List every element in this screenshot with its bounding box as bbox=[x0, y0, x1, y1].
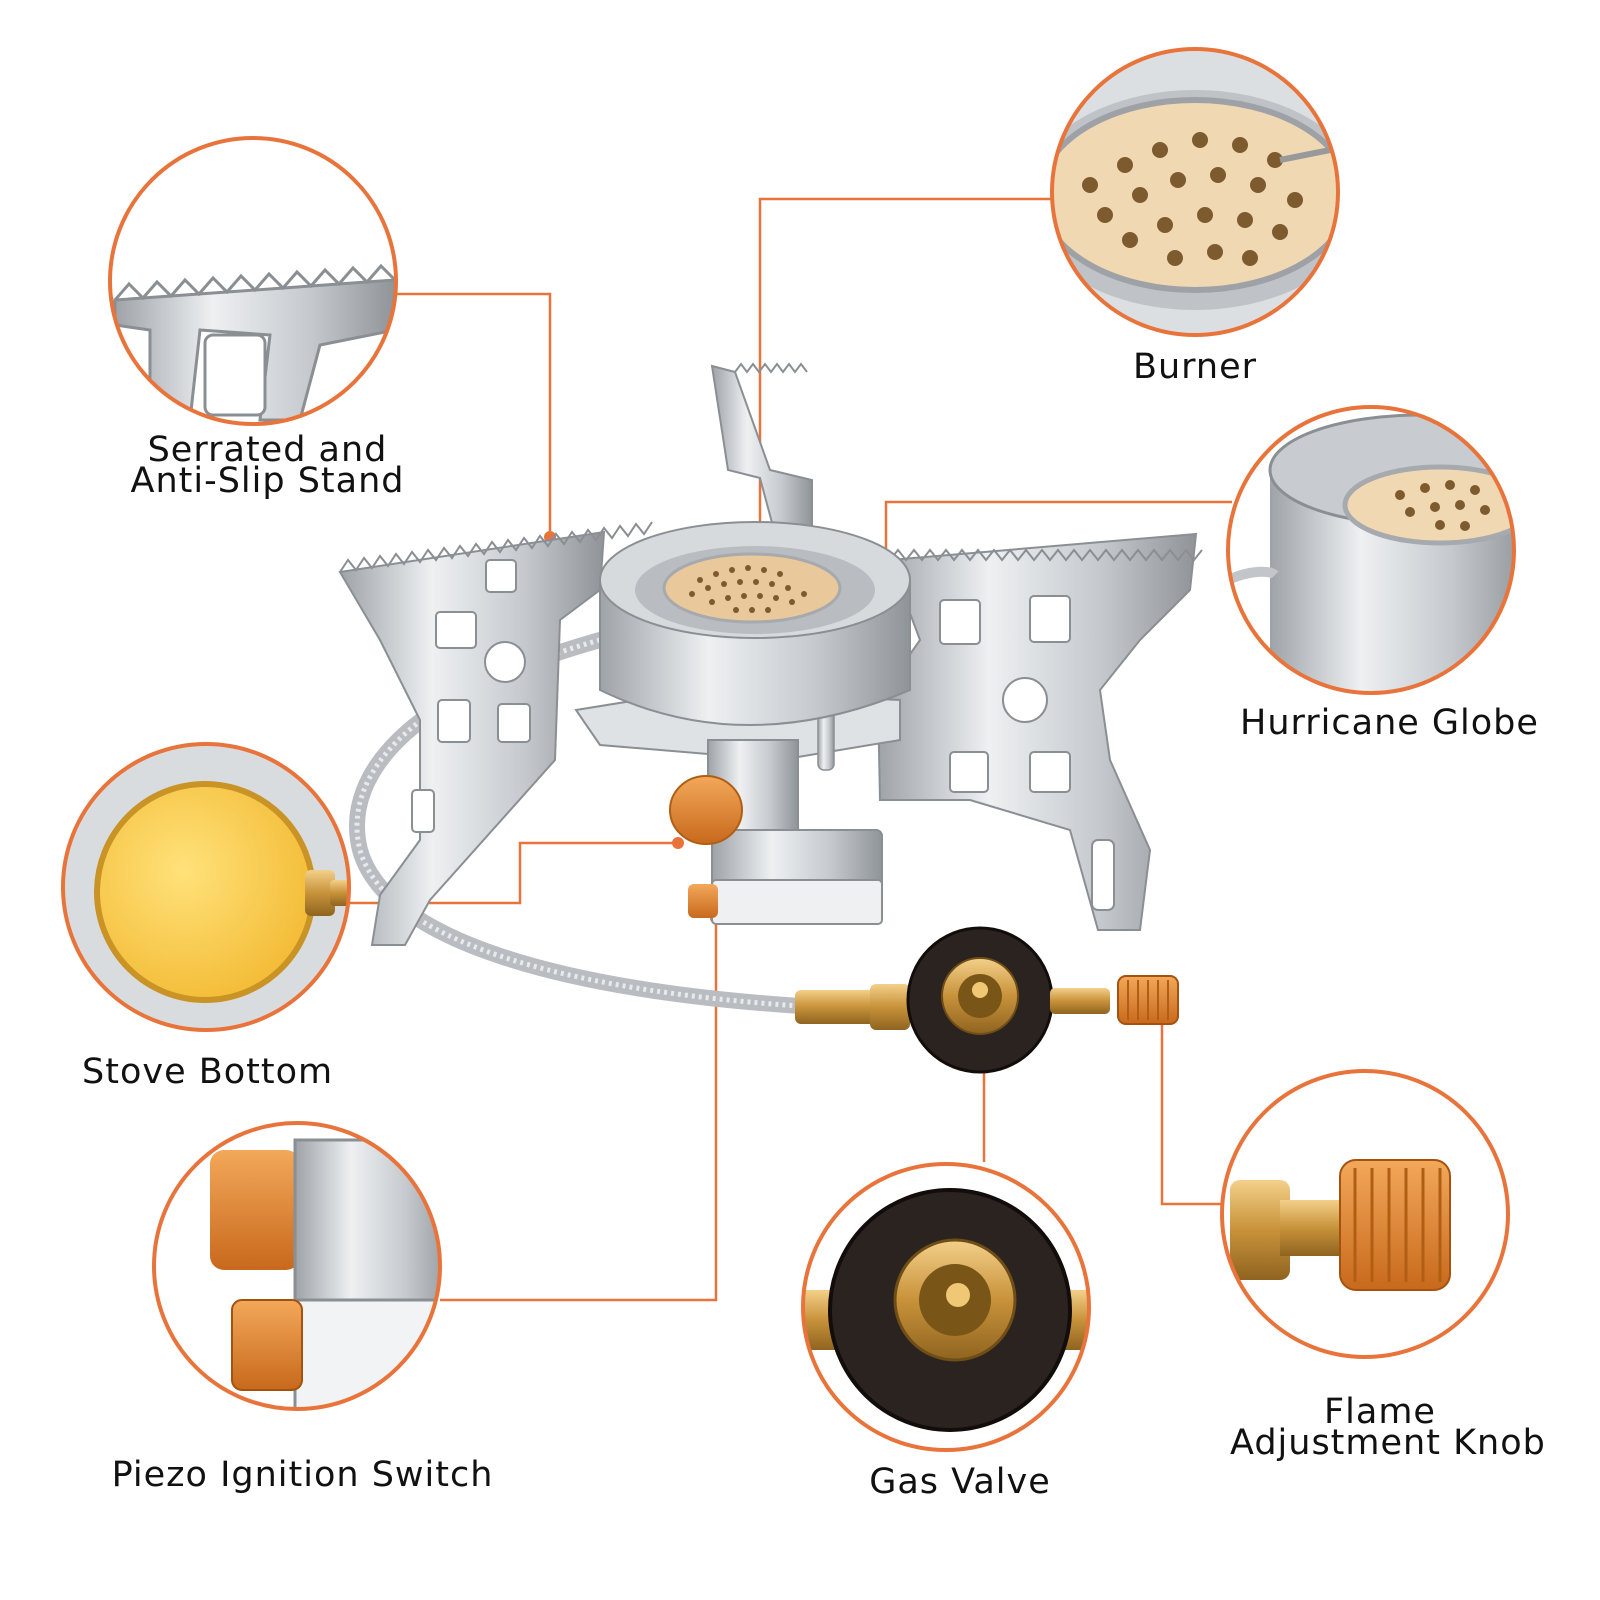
leader-line-bottom bbox=[349, 841, 678, 905]
stand-right bbox=[876, 532, 1203, 931]
callout-circle-bottom bbox=[61, 742, 351, 1032]
callout-circle-stand bbox=[108, 136, 398, 426]
label-flame-knob-line1: Flame bbox=[1324, 1392, 1436, 1432]
leader-line-piezo bbox=[440, 918, 718, 1302]
label-flame-knob-line2: Adjustment Knob bbox=[1230, 1423, 1546, 1463]
piezo-button bbox=[688, 884, 718, 918]
stand-left bbox=[338, 521, 653, 946]
leader-line-stand bbox=[396, 292, 552, 537]
burner-plate bbox=[662, 552, 842, 624]
label-gas-valve: Gas Valve bbox=[860, 1462, 1060, 1502]
label-burner: Burner bbox=[1095, 347, 1295, 387]
label-stove-bottom: Stove Bottom bbox=[82, 1052, 334, 1092]
callout-circle-knob bbox=[1220, 1069, 1510, 1359]
callout-circle-burner bbox=[1050, 47, 1340, 337]
label-hurricane-globe-text: Hurricane Globe bbox=[1240, 703, 1539, 743]
label-piezo-switch: Piezo Ignition Switch bbox=[110, 1455, 495, 1495]
label-serrated-stand: Serrated and Anti-Slip Stand bbox=[120, 430, 415, 501]
label-stove-bottom-text: Stove Bottom bbox=[82, 1052, 334, 1092]
label-flame-knob: Flame Adjustment Knob bbox=[1230, 1392, 1546, 1463]
orange-collar bbox=[669, 775, 743, 845]
callout-circle-valve bbox=[801, 1162, 1091, 1452]
label-serrated-stand-line2: Anti-Slip Stand bbox=[130, 461, 405, 501]
callout-circle-piezo bbox=[152, 1121, 442, 1411]
label-piezo-switch-text: Piezo Ignition Switch bbox=[111, 1455, 494, 1495]
leader-dot-bottom bbox=[672, 837, 684, 849]
label-hurricane-globe: Hurricane Globe bbox=[1240, 703, 1539, 743]
label-burner-text: Burner bbox=[1132, 347, 1258, 387]
callout-circle-globe bbox=[1226, 405, 1516, 695]
valve-assembly bbox=[795, 926, 1179, 1074]
stove-illustration bbox=[338, 362, 1203, 1074]
label-gas-valve-text: Gas Valve bbox=[869, 1462, 1051, 1502]
label-serrated-stand-line1: Serrated and bbox=[147, 430, 388, 470]
